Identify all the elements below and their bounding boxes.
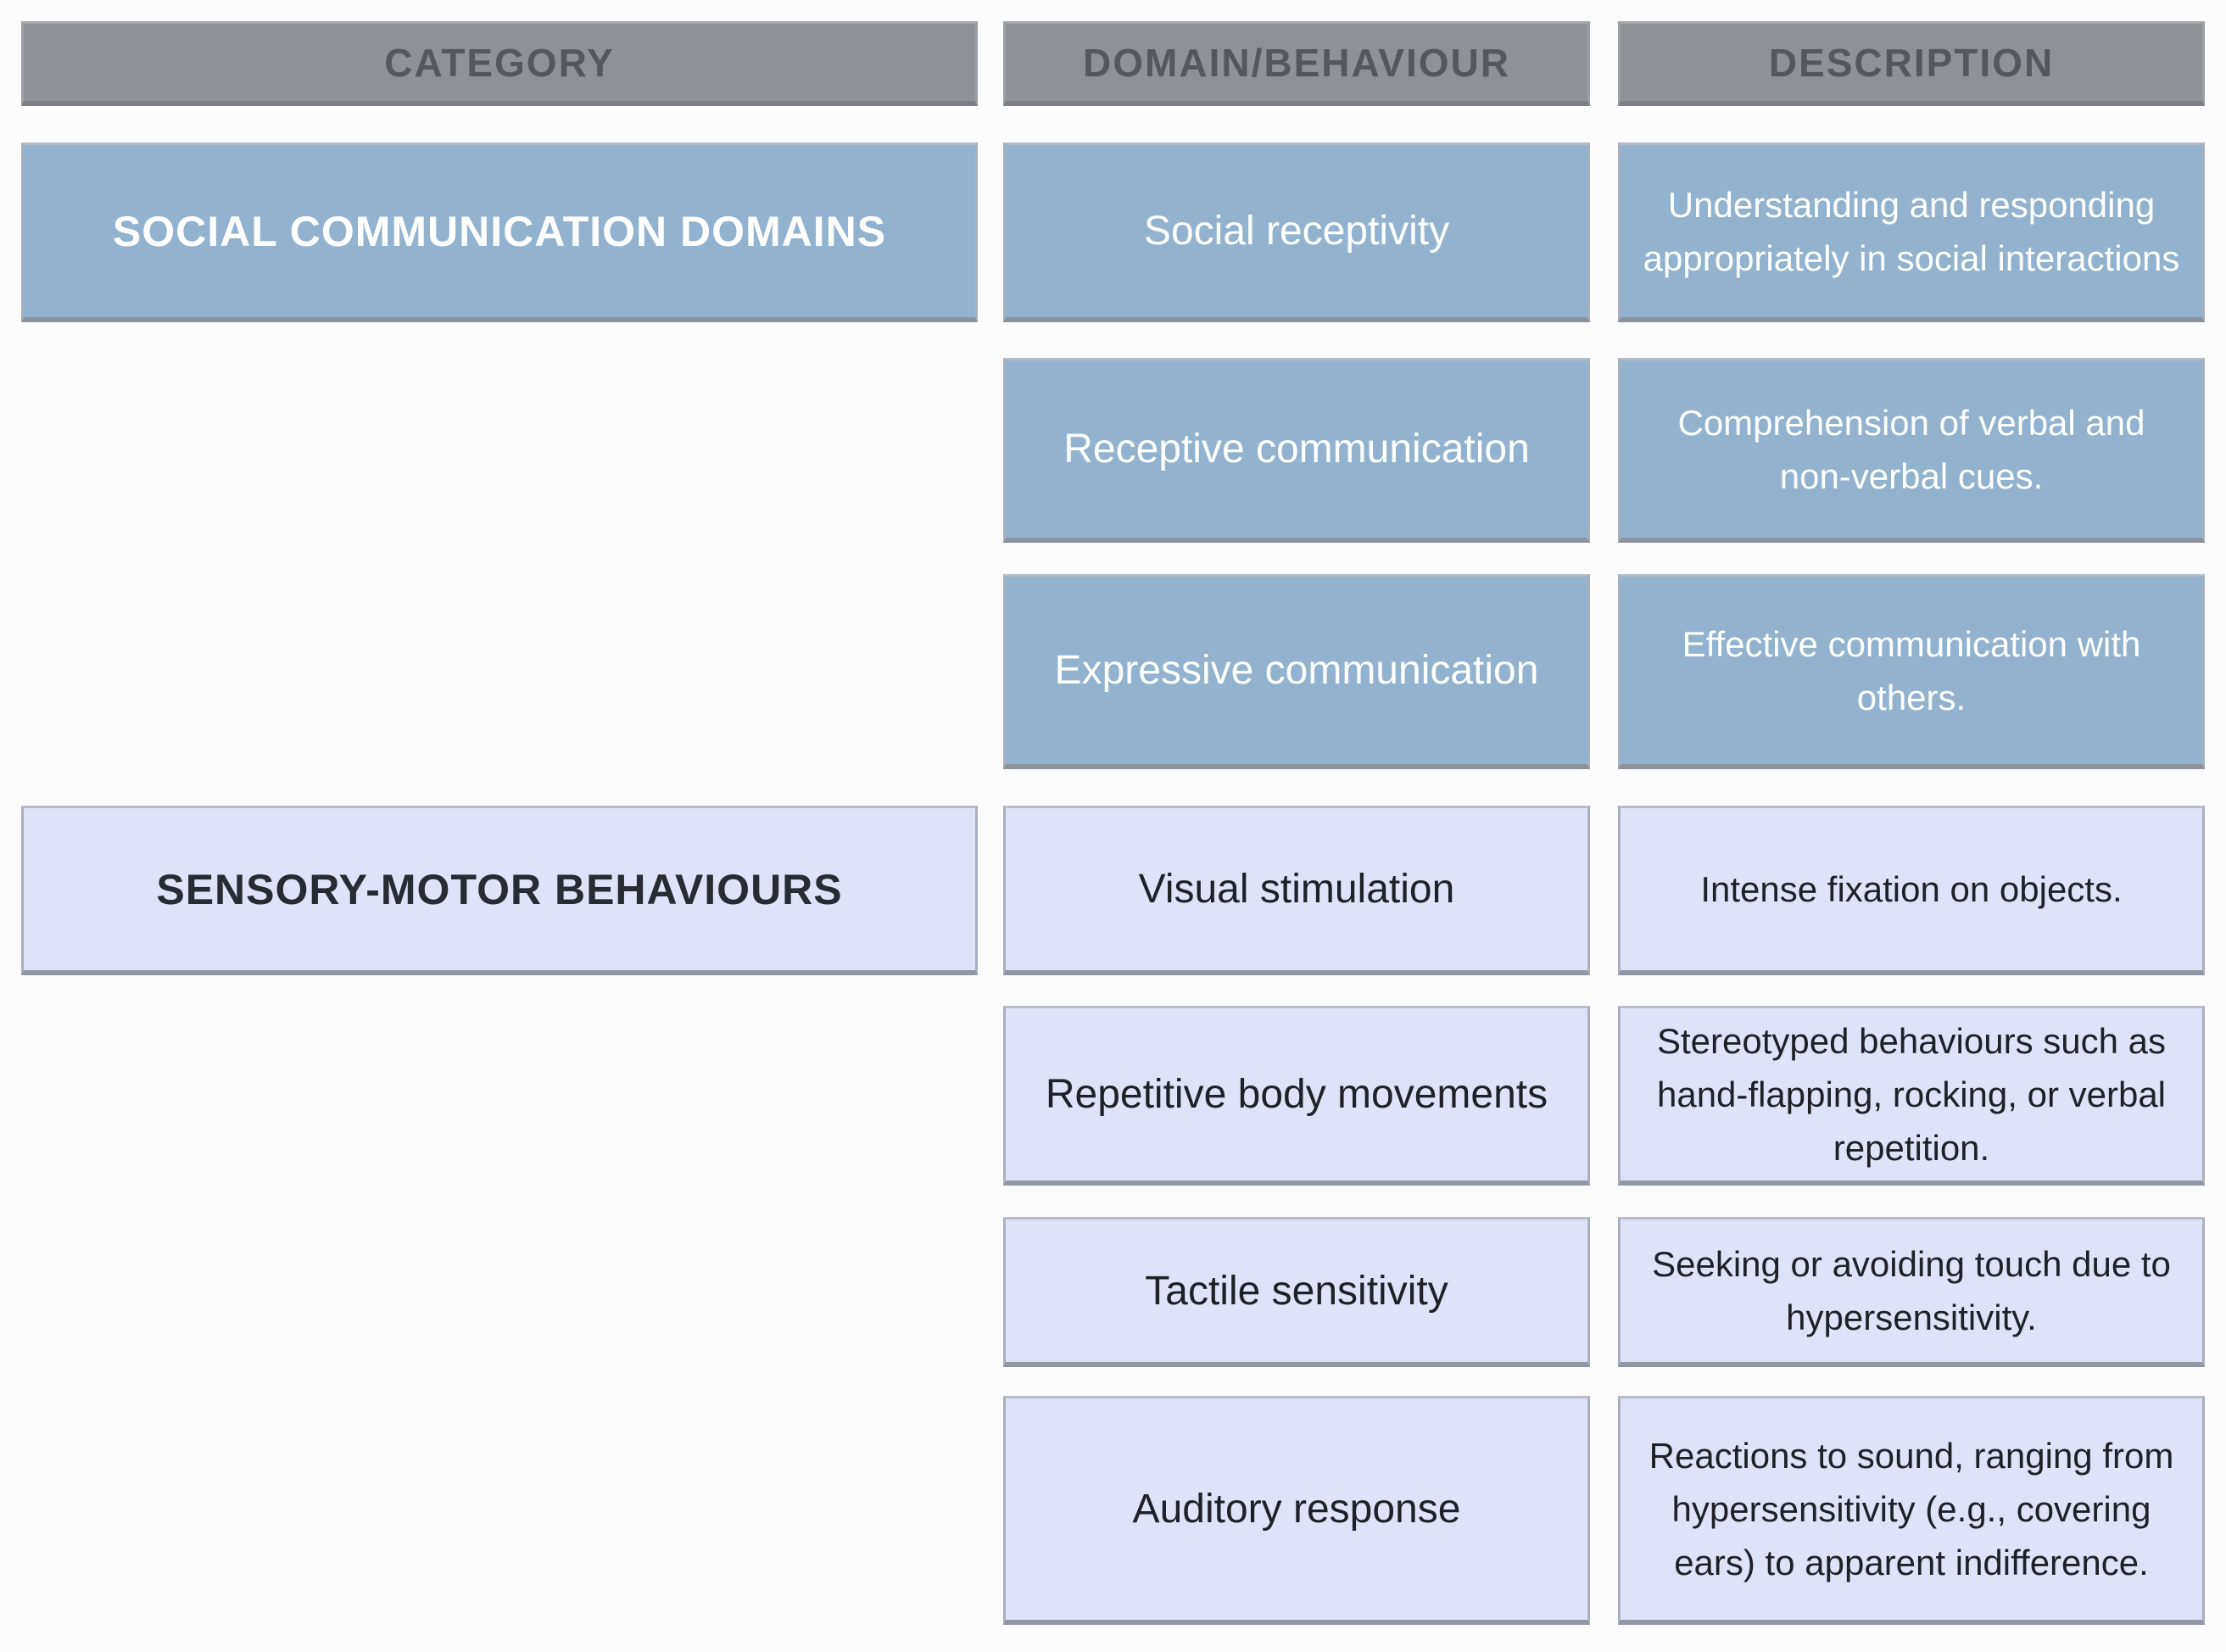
header-cell-domain-behaviour: DOMAIN/BEHAVIOUR: [1003, 21, 1590, 106]
domain-cell: Tactile sensitivity: [1003, 1217, 1590, 1367]
header-cell-category: CATEGORY: [21, 21, 978, 106]
description-cell: Comprehension of verbal and non-verbal c…: [1618, 358, 2205, 543]
description-cell: Seeking or avoiding touch due to hyperse…: [1618, 1217, 2205, 1367]
domain-cell: Social receptivity: [1003, 142, 1590, 322]
domain-cell: Receptive communication: [1003, 358, 1590, 543]
domain-cell: Visual stimulation: [1003, 806, 1590, 975]
description-cell: Effective communication with others.: [1618, 574, 2205, 769]
domain-cell: Auditory response: [1003, 1396, 1590, 1625]
description-cell: Understanding and responding appropriate…: [1618, 142, 2205, 322]
description-cell: Intense fixation on objects.: [1618, 806, 2205, 975]
category-cell-social-communication: SOCIAL COMMUNICATION DOMAINS: [21, 142, 978, 322]
domain-cell: Expressive communication: [1003, 574, 1590, 769]
header-cell-description: DESCRIPTION: [1618, 21, 2205, 106]
description-cell: Stereotyped behaviours such as hand-flap…: [1618, 1006, 2205, 1186]
description-cell: Reactions to sound, ranging from hyperse…: [1618, 1396, 2205, 1625]
category-cell-sensory-motor: SENSORY-MOTOR BEHAVIOURS: [21, 806, 978, 975]
domain-cell: Repetitive body movements: [1003, 1006, 1590, 1186]
